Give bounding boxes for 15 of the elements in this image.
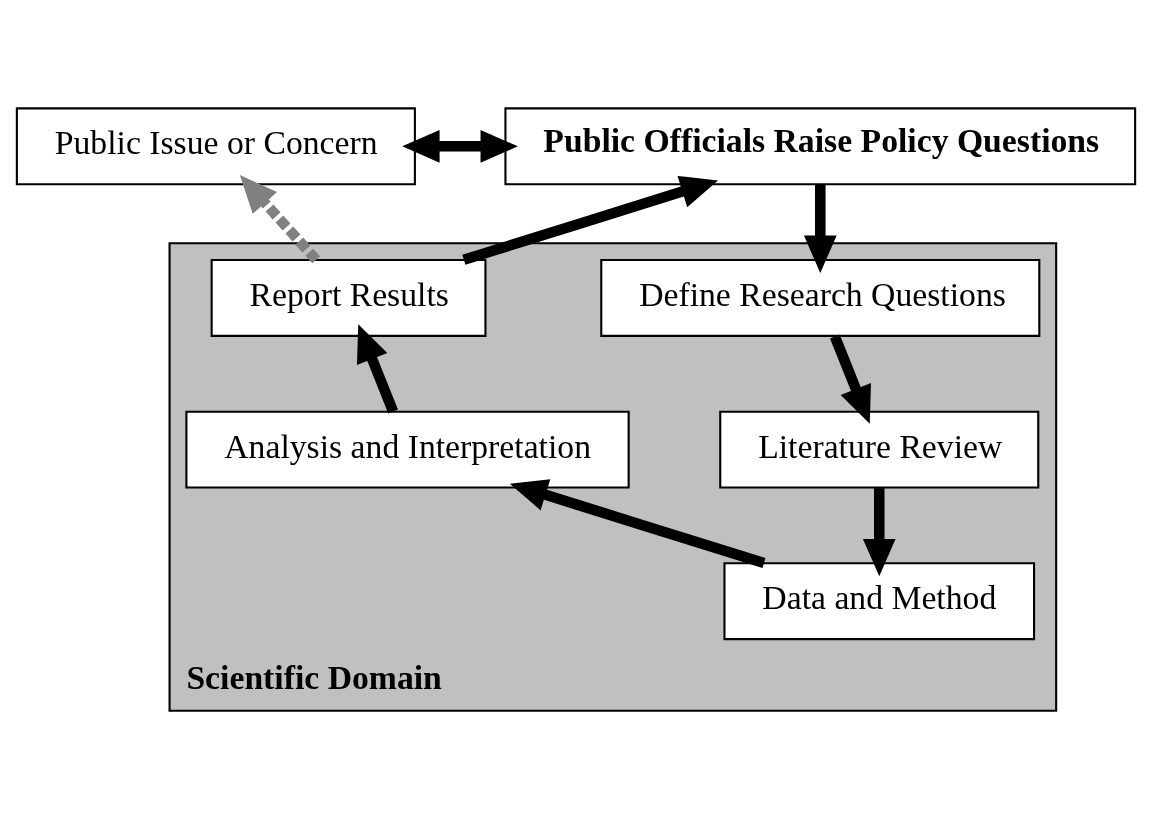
node-box: Report Results <box>210 259 487 337</box>
arrow <box>462 175 719 265</box>
node-box: Analysis and Interpretation <box>185 410 630 489</box>
node-box: Literature Review <box>719 410 1040 489</box>
arrow <box>803 184 837 273</box>
arrow <box>509 479 766 569</box>
node-box: Define Research Questions <box>600 259 1041 337</box>
arrow <box>829 334 872 424</box>
node-box: Public Officials Raise Policy Questions <box>504 107 1137 186</box>
node-box: Public Issue or Concern <box>15 107 416 186</box>
arrow <box>356 324 398 414</box>
arrow <box>402 129 518 163</box>
node-box: Data and Method <box>723 562 1036 641</box>
arrow <box>239 175 321 264</box>
arrow <box>862 488 896 577</box>
